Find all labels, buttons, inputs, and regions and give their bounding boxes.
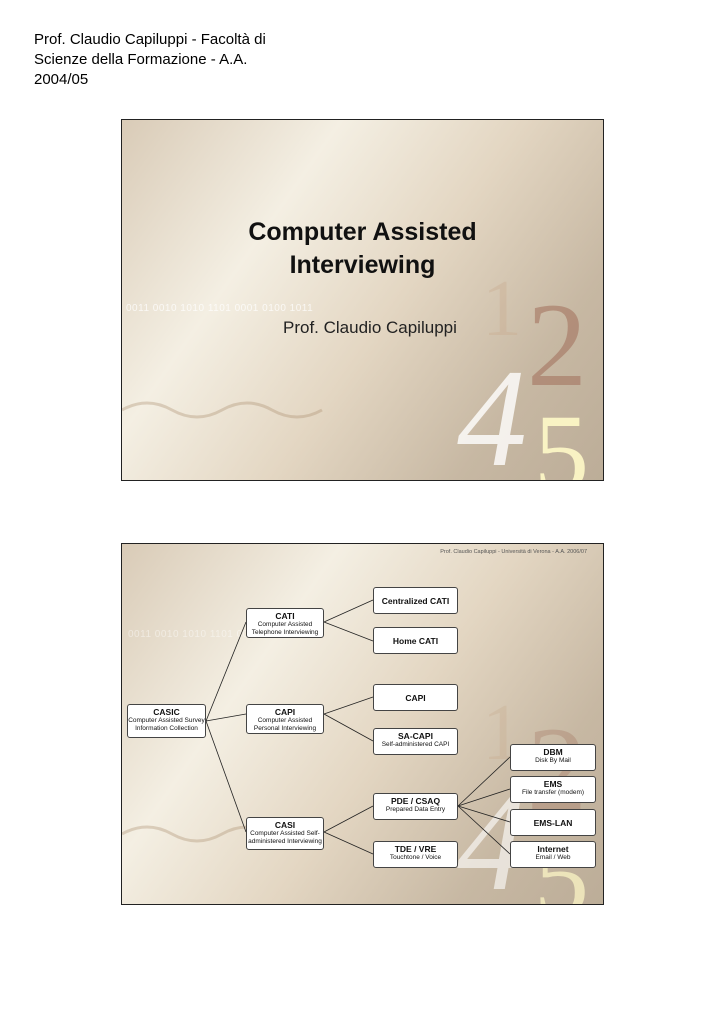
node-dbm: DBM Disk By Mail — [510, 744, 596, 771]
node-centralized-cati-title: Centralized CATI — [381, 595, 450, 606]
slide-title-line-1: Computer Assisted — [248, 218, 477, 246]
node-casi-sub: Computer Assisted Self-administered Inte… — [248, 830, 322, 845]
node-dbm-sub: Disk By Mail — [535, 757, 571, 764]
page-header: Prof. Claudio Capiluppi - Facoltà di Sci… — [34, 30, 334, 90]
diagram-connectors — [205, 599, 511, 855]
binary-string: 0011 0010 1010 1101 0001 0100 1011 — [128, 629, 316, 640]
node-ems: EMS File transfer (modem) — [510, 776, 596, 803]
node-capi-sub: Computer Assisted Personal Interviewing — [253, 717, 317, 732]
header-line-1: Prof. Claudio Capiluppi - Facoltà di — [34, 31, 266, 48]
node-capi-leaf-title: CAPI — [405, 692, 426, 703]
deco-digit-1: 1 — [482, 265, 522, 353]
slide-title-line-2: Interviewing — [289, 251, 436, 279]
node-sa-capi-title: SA-CAPI — [398, 731, 433, 741]
node-dbm-title: DBM — [543, 747, 563, 757]
slide-author: Prof. Claudio Capiluppi — [283, 318, 457, 337]
title-slide: 1 2 4 5 Computer Assisted Interviewing 0… — [121, 119, 604, 481]
node-cati: CATI Computer Assisted Telephone Intervi… — [246, 608, 324, 638]
node-capi-title: CAPI — [274, 707, 296, 717]
node-home-cati: Home CATI — [373, 627, 458, 654]
node-tde-vre-sub: Touchtone / Voice — [389, 854, 442, 861]
slide-footer: Prof. Claudio Capiluppi - Università di … — [440, 549, 587, 555]
node-casic: CASIC Computer Assisted Survey Informati… — [127, 704, 206, 738]
node-tde-vre: TDE / VRE Touchtone / Voice — [373, 841, 458, 868]
node-pde-csaq-title: PDE / CSAQ — [390, 796, 441, 806]
node-ems-title: EMS — [543, 779, 563, 789]
node-cati-sub: Computer Assisted Telephone Interviewing — [251, 621, 319, 636]
header-line-2: Scienze della Formazione - A.A. — [34, 51, 248, 68]
diagram-slide: 1 2 4 5 0011 0010 1010 1101 0001 0100 10… — [121, 543, 604, 905]
node-internet-title: Internet — [537, 844, 569, 854]
node-casic-title: CASIC — [153, 707, 180, 717]
node-casi-title: CASI — [274, 820, 296, 830]
node-ems-lan: EMS-LAN — [510, 809, 596, 836]
deco-digit-4: 4 — [457, 341, 527, 480]
deco-digit-5: 5 — [534, 392, 589, 480]
node-centralized-cati: Centralized CATI — [373, 587, 458, 614]
deco-digit-2: 2 — [527, 278, 587, 411]
node-pde-csaq-sub: Prepared Data Entry — [385, 806, 446, 813]
slide-title: Computer Assisted Interviewing — [122, 216, 603, 282]
node-capi-leaf: CAPI — [373, 684, 458, 711]
node-capi: CAPI Computer Assisted Personal Intervie… — [246, 704, 324, 734]
node-cati-title: CATI — [275, 611, 295, 621]
node-casi: CASI Computer Assisted Self-administered… — [246, 817, 324, 850]
node-sa-capi: SA-CAPI Self-administered CAPI — [373, 728, 458, 755]
node-casic-sub: Computer Assisted Survey Information Col… — [128, 717, 205, 732]
header-line-3: 2004/05 — [34, 71, 89, 88]
node-sa-capi-sub: Self-administered CAPI — [381, 741, 450, 748]
slide-decoration: 1 2 4 5 — [122, 265, 589, 480]
node-pde-csaq: PDE / CSAQ Prepared Data Entry — [373, 793, 458, 820]
node-home-cati-title: Home CATI — [392, 635, 439, 646]
binary-string: 0011 0010 1010 1101 0001 0100 1011 — [126, 303, 314, 314]
node-ems-sub: File transfer (modem) — [521, 789, 585, 796]
node-internet: Internet Email / Web — [510, 841, 596, 868]
node-ems-lan-title: EMS-LAN — [533, 817, 573, 828]
node-tde-vre-title: TDE / VRE — [394, 844, 437, 854]
node-internet-sub: Email / Web — [535, 854, 571, 861]
